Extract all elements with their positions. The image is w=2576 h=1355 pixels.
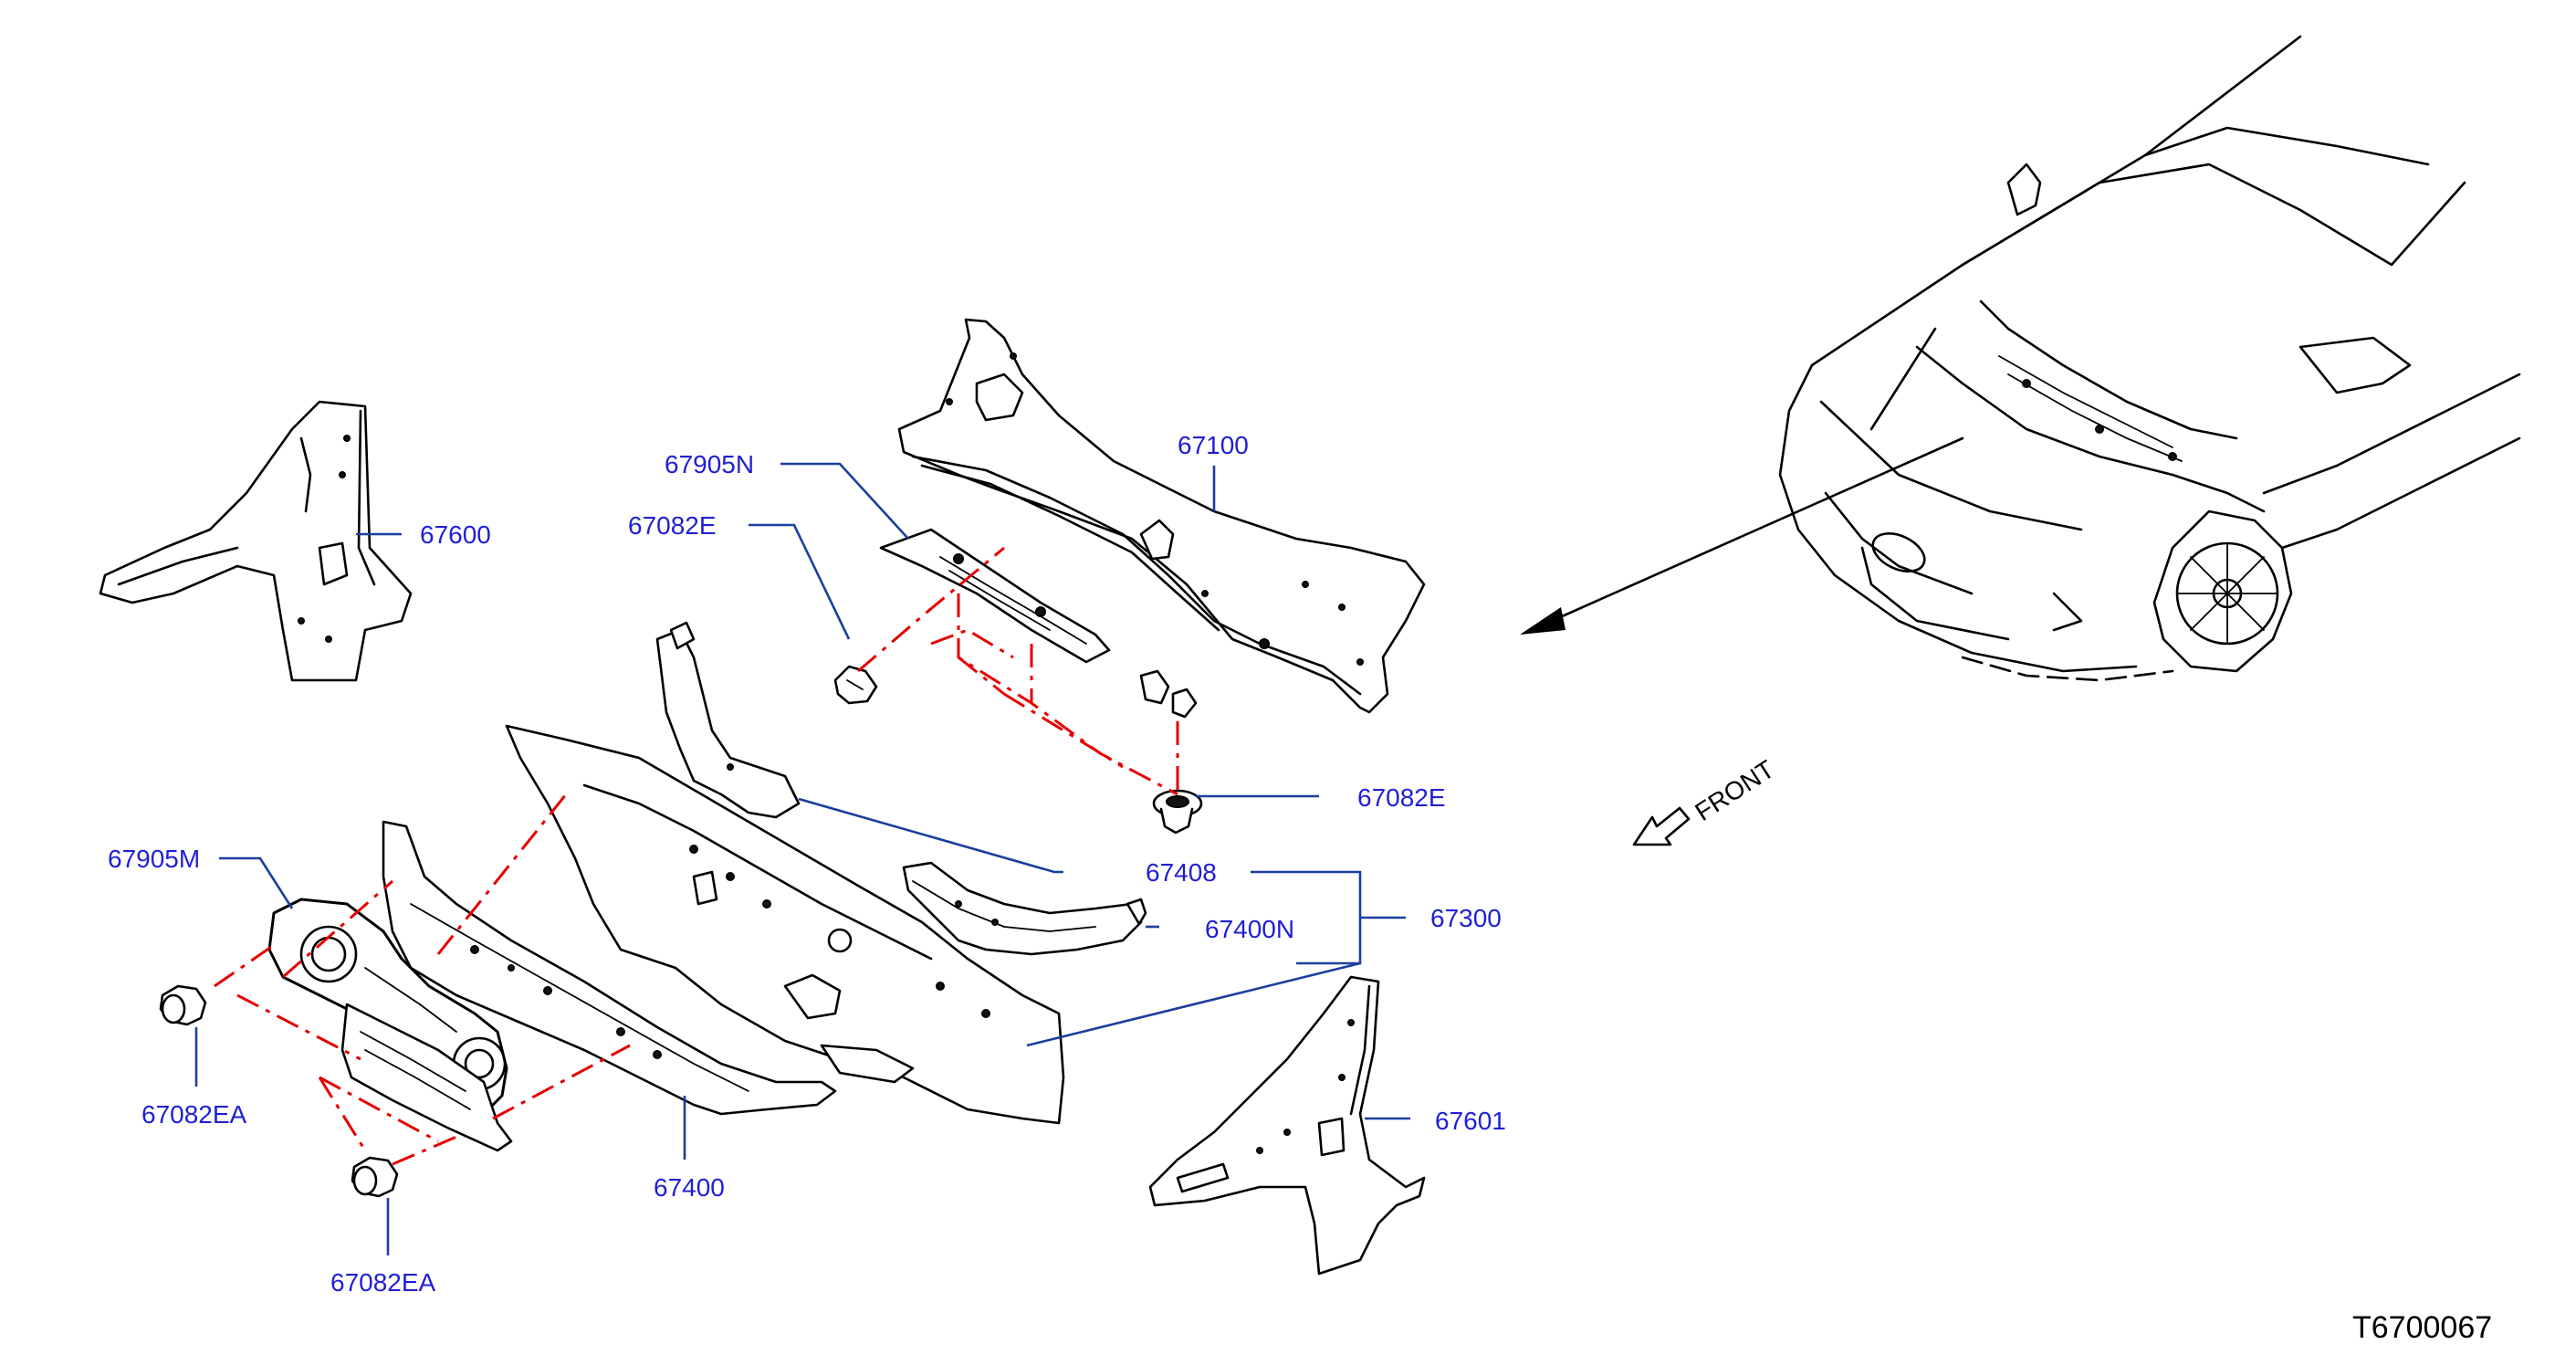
label-67600: 67600 <box>420 520 491 549</box>
part-67082E-clip-upper <box>833 665 878 705</box>
part-67400-dash-upper <box>382 820 837 1116</box>
part-67082EA-grommet-upper <box>159 984 207 1026</box>
label-67082E-upper: 67082E <box>628 511 717 540</box>
label-67100: 67100 <box>1178 431 1249 459</box>
leader-lines <box>194 462 1410 1255</box>
label-67082EA-lower: 67082EA <box>330 1268 436 1297</box>
label-67082EA-upper: 67082EA <box>141 1100 247 1129</box>
part-labels: 67100 67905N 67082E 67600 67082E 67408 6… <box>108 431 1506 1297</box>
label-67400N: 67400N <box>1205 915 1294 943</box>
label-67905N: 67905N <box>665 450 754 478</box>
part-67300-dash-panel <box>505 724 1065 1125</box>
part-67082E-grommet <box>1152 789 1203 835</box>
part-67601-cowl-side-rh <box>1148 975 1426 1276</box>
label-67408: 67408 <box>1146 858 1217 887</box>
front-label: FRONT <box>1690 755 1779 827</box>
part-67600-cowl-side-lh <box>99 400 413 682</box>
drawing-code: T6700067 <box>2352 1310 2492 1345</box>
part-67100-cowl-top <box>897 318 1426 714</box>
label-67905M: 67905M <box>108 845 200 873</box>
assembly-lines <box>214 546 1179 1166</box>
label-67400: 67400 <box>654 1173 725 1202</box>
label-67300: 67300 <box>1430 904 1502 932</box>
label-67082E-grommet: 67082E <box>1357 783 1446 812</box>
label-67601: 67601 <box>1435 1107 1506 1135</box>
part-67905N-insulator <box>879 528 1198 719</box>
part-67905M-insulator <box>267 898 513 1152</box>
part-67082EA-grommet-lower <box>351 1156 399 1198</box>
vehicle-overview <box>1520 35 2521 682</box>
part-67400N-bracket <box>902 861 1147 956</box>
front-direction-arrow: FRONT <box>1632 755 1779 846</box>
part-67408-reinforcement <box>655 621 801 819</box>
